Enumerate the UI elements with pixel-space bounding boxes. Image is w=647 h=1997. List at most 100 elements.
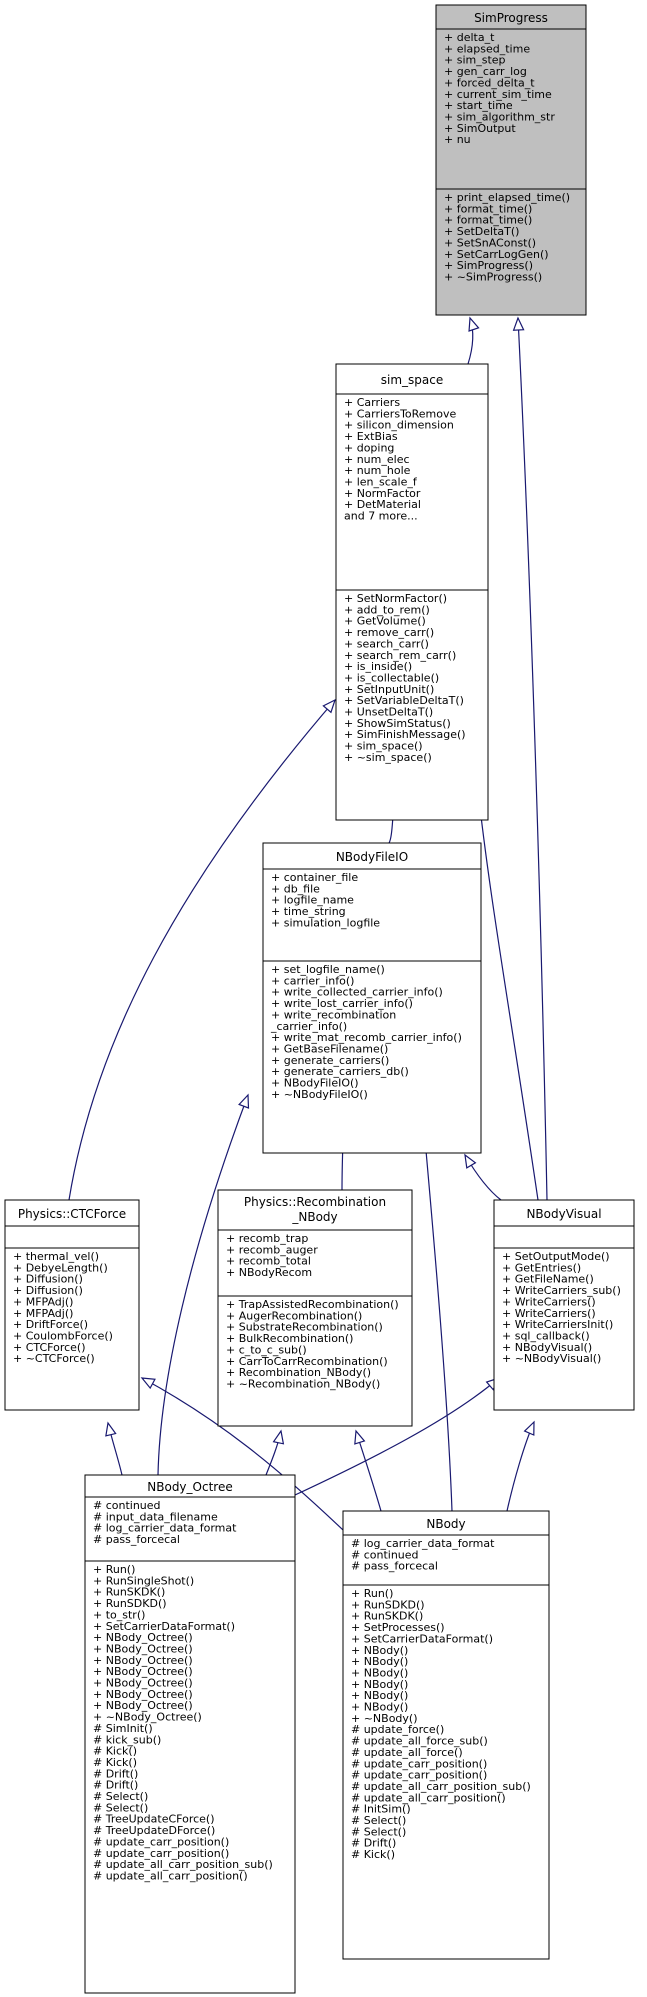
arrowhead-recombination xyxy=(272,1429,285,1445)
method: + WriteCarriers() xyxy=(502,1307,596,1320)
attribute: + recomb_total xyxy=(226,1255,311,1268)
method: # update_all_carr_position_sub() xyxy=(351,1780,531,1793)
method: # Select() xyxy=(93,1790,148,1803)
edge-nbody_octree-to-nbodyfileio xyxy=(157,1094,249,1476)
method: # update_all_carr_position_sub() xyxy=(93,1858,273,1871)
class-name: NBodyFileIO xyxy=(336,850,408,864)
attribute: + gen_carr_log xyxy=(444,65,527,78)
attribute: + container_file xyxy=(271,871,358,884)
method: + NBody() xyxy=(351,1644,408,1657)
attribute: + silicon_dimension xyxy=(344,419,454,432)
attribute: + forced_delta_t xyxy=(444,76,535,89)
method: + write_mat_recomb_carrier_info() xyxy=(271,1031,462,1044)
method: + SetNormFactor() xyxy=(344,592,447,605)
method: + CoulombForce() xyxy=(13,1329,113,1342)
attribute: # log_carrier_data_format xyxy=(351,1537,495,1550)
method: # update_all_force_sub() xyxy=(351,1735,488,1748)
class-name: Physics::CTCForce xyxy=(18,1207,126,1221)
attribute: + SimOutput xyxy=(444,122,516,135)
method: + ~sim_space() xyxy=(344,751,432,764)
method: + NBody_Octree() xyxy=(93,1642,193,1655)
class-nbodyfileio[interactable]: NBodyFileIO+ container_file+ db_file+ lo… xyxy=(262,842,482,1154)
method: + ~NBodyVisual() xyxy=(502,1352,601,1365)
method: # update_carr_position() xyxy=(93,1847,229,1860)
method: + search_carr() xyxy=(344,637,429,650)
attribute: # pass_forcecal xyxy=(351,1560,438,1573)
method: + ~Recombination_NBody() xyxy=(226,1377,380,1390)
attribute: + nu xyxy=(444,133,471,146)
method: + WriteCarriers_sub() xyxy=(502,1284,621,1297)
method: + DebyeLength() xyxy=(13,1261,108,1274)
method: + generate_carriers_db() xyxy=(271,1065,409,1078)
method: + to_str() xyxy=(93,1608,145,1621)
attribute: # log_carrier_data_format xyxy=(93,1522,237,1535)
method: + NBody() xyxy=(351,1666,408,1679)
class-nodes: SimProgress+ delta_t+ elapsed_time+ sim_… xyxy=(4,4,635,1994)
attribute: + sim_algorithm_str xyxy=(444,110,555,123)
method: + NBody() xyxy=(351,1655,408,1668)
class-box-nbody xyxy=(342,1510,550,1960)
method: + ~NBodyFileIO() xyxy=(271,1088,368,1101)
arrowhead-ctcforce xyxy=(105,1421,117,1437)
attribute: + NBodyRecom xyxy=(226,1266,312,1279)
class-ctcforce[interactable]: Physics::CTCForce+ thermal_vel()+ DebyeL… xyxy=(4,1199,140,1411)
method: + ~NBody_Octree() xyxy=(93,1711,202,1724)
attribute: + num_elec xyxy=(344,453,410,466)
method: + search_rem_carr() xyxy=(344,649,456,662)
method: + NBody_Octree() xyxy=(93,1665,193,1678)
method: + GetBaseFilename() xyxy=(271,1042,388,1055)
method: # update_all_carr_position() xyxy=(93,1869,248,1882)
method: + format_time() xyxy=(444,214,532,227)
attribute: # input_data_filename xyxy=(93,1510,218,1523)
attribute: + DetMaterial xyxy=(344,498,421,511)
method: + SimProgress() xyxy=(444,259,533,272)
class-name: NBodyVisual xyxy=(526,1207,601,1221)
method: + Diffusion() xyxy=(13,1284,83,1297)
attribute: + doping xyxy=(344,441,394,454)
method: + NBody_Octree() xyxy=(93,1677,193,1690)
class-nbodyvisual[interactable]: NBodyVisual+ SetOutputMode()+ GetEntries… xyxy=(493,1199,635,1411)
arrowhead-sim_space xyxy=(322,698,337,714)
method: # update_all_carr_position() xyxy=(351,1791,506,1804)
method: # Kick() xyxy=(93,1756,137,1769)
method: # TreeUpdateCForce() xyxy=(93,1813,215,1826)
method: + SimFinishMessage() xyxy=(344,728,466,741)
class-name: NBody xyxy=(426,1517,465,1531)
method: + GetEntries() xyxy=(502,1261,581,1274)
method: + TrapAssistedRecombination() xyxy=(226,1298,399,1311)
method: + NBodyFileIO() xyxy=(271,1077,359,1090)
attribute: + delta_t xyxy=(444,31,495,44)
method: + write_collected_carrier_info() xyxy=(271,986,443,999)
class-sim_space[interactable]: sim_space+ Carriers+ CarriersToRemove+ s… xyxy=(335,363,489,821)
method: + AugerRecombination() xyxy=(226,1309,362,1322)
class-box-nbodyvisual xyxy=(493,1199,635,1411)
method: + SetCarrierDataFormat() xyxy=(93,1620,235,1633)
edge-nbody-to-nbodyvisual xyxy=(506,1421,535,1512)
method: + ~NBody() xyxy=(351,1712,418,1725)
class-name: sim_space xyxy=(381,373,443,387)
class-box-ctcforce xyxy=(4,1199,140,1411)
method: + RunSKDK() xyxy=(351,1610,423,1623)
method: + SubstrateRecombination() xyxy=(226,1321,383,1334)
method: # Drift() xyxy=(351,1837,396,1850)
method: + RunSDKD() xyxy=(93,1597,167,1610)
method: # update_carr_position() xyxy=(351,1769,487,1782)
edge-nbodyvisual-to-simprogress xyxy=(517,317,548,1201)
class-name: Physics::Recombination xyxy=(244,1195,386,1209)
class-simprogress[interactable]: SimProgress+ delta_t+ elapsed_time+ sim_… xyxy=(435,4,587,316)
class-nbody_octree[interactable]: NBody_Octree# continued# input_data_file… xyxy=(84,1474,296,1994)
attribute: + recomb_auger xyxy=(226,1243,318,1256)
attribute: + current_sim_time xyxy=(444,88,552,101)
method: # update_all_force() xyxy=(351,1746,463,1759)
method: + thermal_vel() xyxy=(13,1250,99,1263)
class-recombination[interactable]: Physics::Recombination_NBody+ recomb_tra… xyxy=(217,1189,413,1427)
class-nbody[interactable]: NBody# log_carrier_data_format# continue… xyxy=(342,1510,550,1960)
method: + MFPAdj() xyxy=(13,1295,73,1308)
method: # Select() xyxy=(93,1801,148,1814)
attribute: + start_time xyxy=(444,99,513,112)
attribute: + db_file xyxy=(271,882,320,895)
method: # InitSim() xyxy=(351,1803,411,1816)
method: + sim_space() xyxy=(344,740,423,753)
method: + NBodyVisual() xyxy=(502,1341,592,1354)
method: + NBody() xyxy=(351,1678,408,1691)
